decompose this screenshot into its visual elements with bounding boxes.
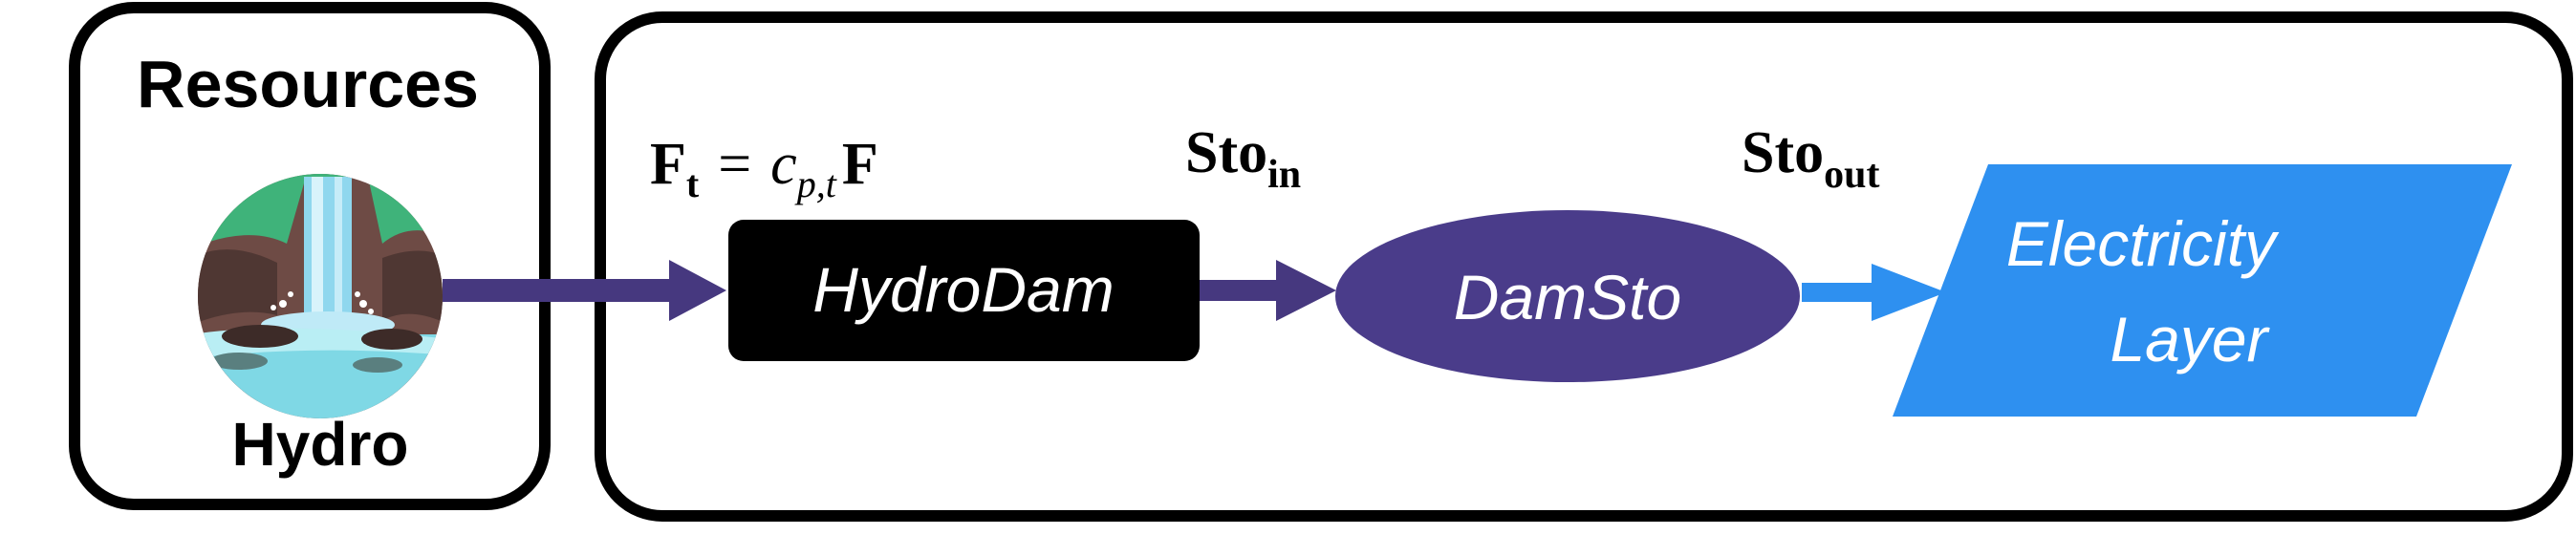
flow-coef-sub: p,t xyxy=(794,162,837,205)
sto-out-label: Stoout xyxy=(1742,120,1880,197)
svg-text:Ft=cp,tF: Ft=cp,tF xyxy=(650,132,878,205)
arrow-dam-to-storage xyxy=(1200,260,1336,321)
resources-title: Resources xyxy=(137,47,479,121)
arrow-storage-to-electricity xyxy=(1802,264,1946,321)
hydrodam-label: HydroDam xyxy=(812,254,1114,325)
electricity-layer-node xyxy=(1893,164,2512,417)
flow-lhs: F xyxy=(650,132,686,197)
damsto-label: DamSto xyxy=(1454,262,1681,332)
hydrodam-node xyxy=(728,220,1200,361)
damsto-node xyxy=(1335,210,1800,382)
process-panel xyxy=(595,11,2573,522)
flow-lhs-sub: t xyxy=(686,162,700,205)
flow-equation: Ft=cp,tF xyxy=(650,132,878,205)
sto-in-label: Stoin xyxy=(1185,120,1301,197)
electricity-layer-label-line2: Layer xyxy=(2110,304,2270,374)
arrow-resource-to-dam xyxy=(443,260,726,321)
flow-rhs: F xyxy=(842,132,878,197)
flow-coef: c xyxy=(770,132,797,197)
electricity-layer-label-line1: Electricity xyxy=(2006,208,2280,279)
resource-label-hydro: Hydro xyxy=(232,410,409,479)
flow-equals: = xyxy=(718,132,751,197)
